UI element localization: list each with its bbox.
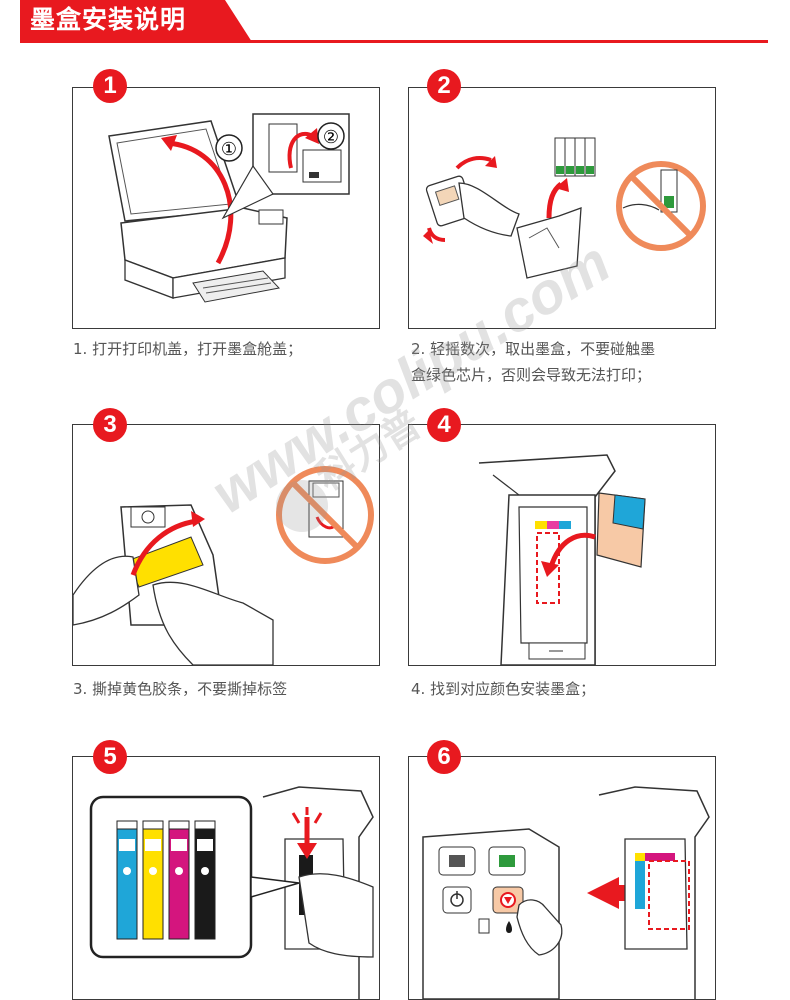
stop-icon [500,892,516,908]
step-2-badge: 2 [427,69,461,103]
step-5-illustration [72,756,380,1000]
cartridge-colors-inset [116,820,216,940]
step-2-illustration [408,87,716,329]
step-6-illustration [408,756,716,1000]
step-1-badge: 1 [93,69,127,103]
press-cartridge-drawing [89,786,374,999]
prohibit-icon [616,161,706,251]
press-ink-button-drawing [422,786,710,999]
step-4-badge: 4 [427,408,461,442]
callout-2: ② [323,127,339,148]
step-4-caption: 4. 找到对应颜色安装墨盒； [411,680,596,698]
step-3-caption: 3. 撕掉黄色胶条，不要撕掉标签 [73,680,288,698]
prohibit-icon [276,466,374,564]
step-1-caption: 1. 打开打印机盖，打开墨盒舱盖； [73,340,303,358]
finger-icon [516,899,563,956]
arrow-icon [161,135,177,151]
step-3-illustration [72,424,380,666]
printer-open-lid-drawing: ① ② [108,113,350,303]
header-underline [20,40,768,43]
step-4-illustration [408,424,716,666]
step-6-badge: 6 [427,740,461,774]
ink-drop-icon [506,921,512,933]
step-3-badge: 3 [93,408,127,442]
step-2-caption-line-2: 盒绿色芯片，否则会导致无法打印； [411,366,652,384]
step-1-illustration: ① ② [72,87,380,329]
shake-cartridge-drawing [423,137,706,279]
power-icon [450,891,464,907]
cartridge-set [554,137,596,177]
install-cartridge-drawing [478,454,646,665]
watermark-logo [276,480,328,532]
step-2-caption-line-1: 2. 轻摇数次，取出墨盒，不要碰触墨 [411,340,656,358]
header-tab [20,0,252,42]
remove-tape-drawing [73,466,374,665]
callout-1: ① [221,139,237,160]
page-title: 墨盒安装说明 [30,5,187,34]
step-5-badge: 5 [93,740,127,774]
